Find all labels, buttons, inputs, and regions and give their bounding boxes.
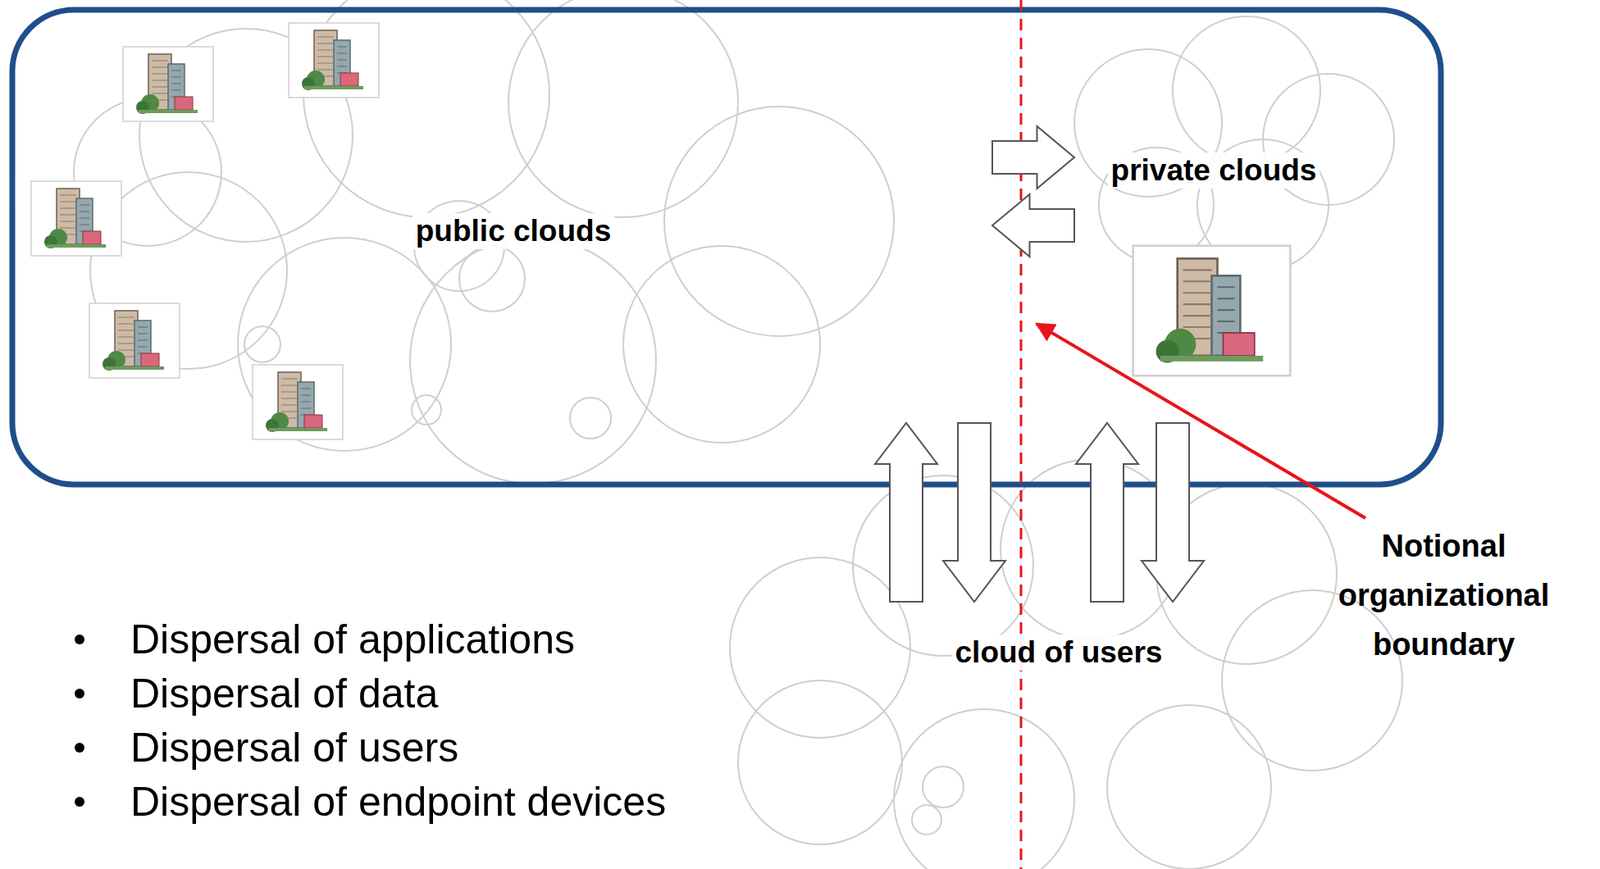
block-arrow (943, 423, 1006, 602)
cloud-label: cloud of users (952, 634, 1167, 671)
cloud-node: private clouds (1074, 65, 1403, 424)
block-arrow (1075, 423, 1139, 602)
bullet-item: Dispersal of data (130, 666, 438, 721)
cloud-label: public clouds (412, 213, 615, 250)
block-arrow (992, 194, 1075, 257)
boundary-line (1020, 0, 1023, 869)
bullet-dot (74, 797, 85, 807)
block-arrow (875, 423, 938, 602)
cloud-node: public clouds (90, 16, 993, 424)
bullet-item: Dispersal of applications (130, 612, 575, 667)
building-icons (31, 22, 1291, 440)
bullet-dot (74, 634, 85, 645)
cloud-outline (73, 0, 1403, 869)
boundary-label: Notional organizational boundary (1294, 521, 1594, 670)
bullet-item: Dispersal of users (130, 720, 459, 775)
cloud-region (12, 9, 1441, 485)
block-arrow (992, 126, 1075, 189)
cloud-label: private clouds (1107, 152, 1321, 189)
block-arrow (1141, 423, 1204, 602)
bullet-dot (74, 743, 85, 753)
cloud-node: cloud of users (738, 601, 1345, 853)
leader-arrow (1036, 323, 1366, 519)
bullet-item: Dispersal of endpoint devices (130, 774, 666, 830)
bullet-dot (74, 688, 85, 699)
